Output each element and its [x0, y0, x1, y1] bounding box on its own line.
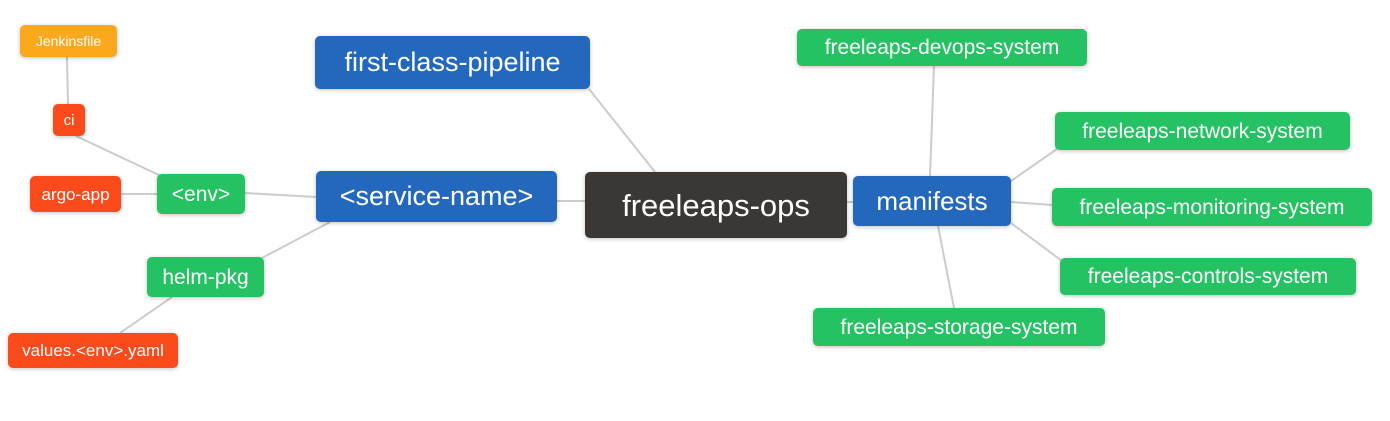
node-freeleaps-controls-system[interactable]: freeleaps-controls-system	[1060, 258, 1356, 295]
node-argo-app[interactable]: argo-app	[30, 176, 121, 212]
node-helm-pkg[interactable]: helm-pkg	[147, 257, 264, 297]
node-ci[interactable]: ci	[53, 104, 85, 136]
edge-manifests-freeleaps-storage-system	[937, 225, 955, 309]
node-freeleaps-network-system[interactable]: freeleaps-network-system	[1055, 112, 1350, 150]
node-freeleaps-storage-system[interactable]: freeleaps-storage-system	[813, 308, 1105, 346]
edge-service-name-helm-pkg	[261, 221, 331, 259]
node-freeleaps-ops[interactable]: freeleaps-ops	[585, 172, 847, 238]
edge-manifests-freeleaps-controls-system	[1010, 222, 1063, 262]
edge-env-service-name	[244, 192, 317, 198]
edge-jenkinsfile-ci	[66, 56, 69, 105]
node-freeleaps-monitoring-system[interactable]: freeleaps-monitoring-system	[1052, 188, 1372, 226]
node-env[interactable]: <env>	[157, 174, 245, 214]
node-values-env-yaml[interactable]: values.<env>.yaml	[8, 333, 178, 368]
node-freeleaps-devops-system[interactable]: freeleaps-devops-system	[797, 29, 1087, 66]
node-service-name[interactable]: <service-name>	[316, 171, 557, 222]
edge-first-class-pipeline-freeleaps-ops	[588, 88, 656, 173]
edge-ci-env	[75, 135, 162, 177]
node-manifests[interactable]: manifests	[853, 176, 1011, 226]
edge-helm-pkg-values-env-yaml	[119, 296, 173, 334]
edge-manifests-freeleaps-network-system	[1010, 148, 1058, 182]
edge-manifests-freeleaps-devops-system	[929, 65, 935, 177]
node-jenkinsfile[interactable]: Jenkinsfile	[20, 25, 117, 57]
edge-manifests-freeleaps-monitoring-system	[1010, 201, 1053, 206]
node-first-class-pipeline[interactable]: first-class-pipeline	[315, 36, 590, 89]
